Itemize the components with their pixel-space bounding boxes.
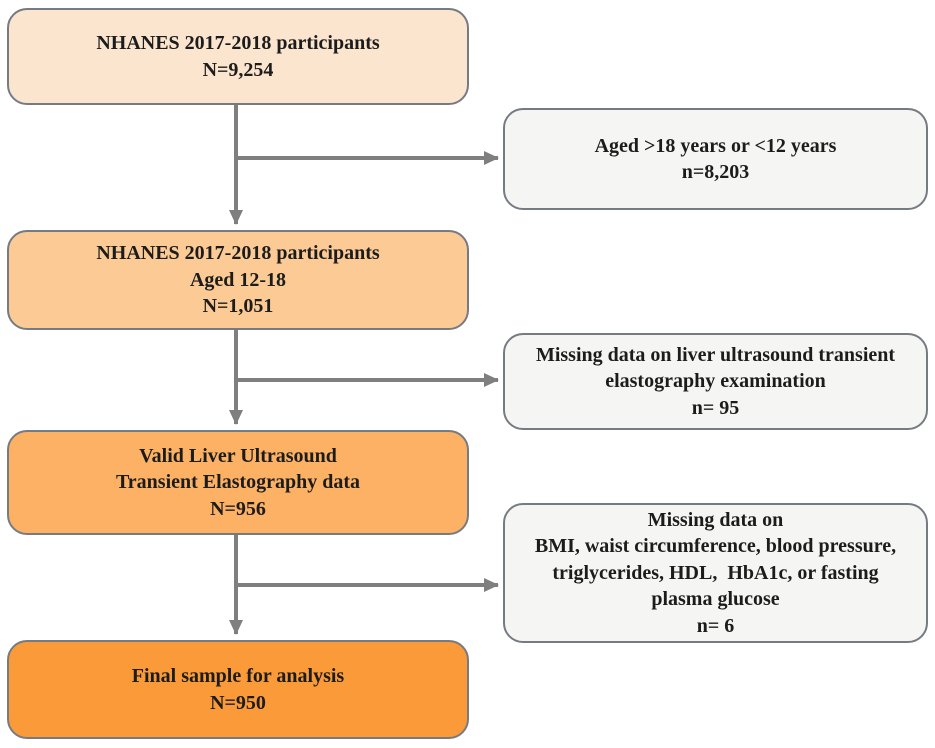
node-excluded-age: Aged >18 years or <12 years n=8,203 <box>503 108 928 210</box>
node-text-line: N=956 <box>210 497 266 520</box>
node-excluded-missing-labs: Missing data on BMI, waist circumference… <box>503 503 928 643</box>
node-text-line: triglycerides, HDL, HbA1c, or fasting <box>552 561 879 584</box>
node-final-sample: Final sample for analysis N=950 <box>7 640 469 739</box>
node-nhanes-participants: NHANES 2017-2018 participants N=9,254 <box>7 8 469 105</box>
node-text-line: Aged >18 years or <12 years <box>594 134 837 157</box>
node-text-line: Transient Elastography data <box>115 471 361 494</box>
node-text-line: n= 95 <box>691 396 740 419</box>
node-text-line: elastography examination <box>605 370 826 393</box>
node-text-line: n=8,203 <box>681 161 750 183</box>
node-text-line: plasma glucose <box>651 588 780 611</box>
node-text-line: Missing data on liver ultrasound transie… <box>535 343 896 366</box>
node-text-line: Final sample for analysis <box>131 665 345 688</box>
node-text-line: N=9,254 <box>202 58 274 81</box>
node-valid-elastography: Valid Liver Ultrasound Transient Elastog… <box>7 430 469 535</box>
node-text-line: Missing data on <box>647 509 784 532</box>
node-text-line: n= 6 <box>696 614 735 637</box>
node-text-line: Valid Liver Ultrasound <box>139 444 337 467</box>
node-text-line: NHANES 2017-2018 participants <box>96 32 380 55</box>
node-text-line: NHANES 2017-2018 participants <box>96 242 380 265</box>
node-text-line: N=950 <box>210 691 266 714</box>
node-text-line: BMI, waist circumference, blood pressure… <box>534 535 897 558</box>
node-text-line: Aged 12-18 <box>189 268 287 291</box>
node-participants-aged-12-18: NHANES 2017-2018 participants Aged 12-18… <box>7 230 469 330</box>
node-text-line: N=1,051 <box>202 295 274 318</box>
node-excluded-missing-elastography: Missing data on liver ultrasound transie… <box>503 333 928 430</box>
